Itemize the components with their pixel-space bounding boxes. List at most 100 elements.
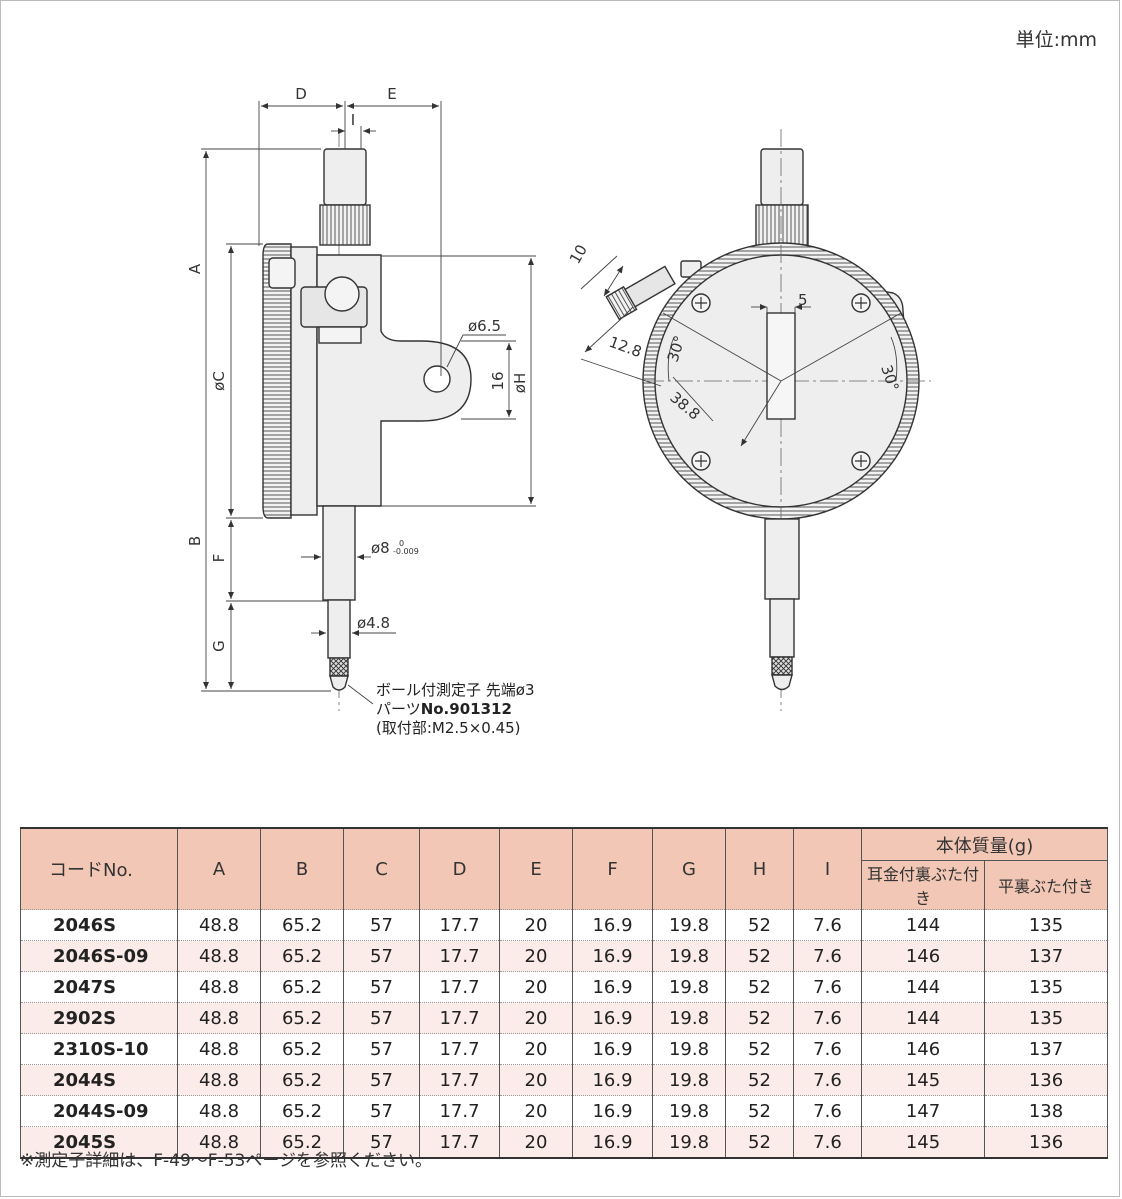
row-value: 17.7 <box>419 1064 500 1096</box>
contact-point-annotation: ボール付測定子 先端ø3 パーツNo.901312 (取付部:M2.5×0.45… <box>376 681 535 738</box>
row-value: 7.6 <box>793 1126 862 1159</box>
row-value: 57 <box>343 1033 420 1065</box>
row-value: 16.9 <box>572 1064 653 1096</box>
row-value: 16.9 <box>572 971 653 1003</box>
dim-C: øC <box>210 371 228 391</box>
row-value: 52 <box>725 909 794 941</box>
row-value: 19.8 <box>652 1064 726 1096</box>
header-mass: 本体質量(g) <box>860 827 1109 861</box>
row-value: 135 <box>983 971 1109 1003</box>
contact-point-line2: パーツNo.901312 <box>376 700 535 719</box>
row-value: 52 <box>725 1033 794 1065</box>
row-value: 136 <box>983 1126 1109 1159</box>
row-value: 7.6 <box>793 909 862 941</box>
side-labels: D E I A B øC F G øH 16 ø6.5 ø8 0 -0.009 … <box>186 85 529 652</box>
row-value: 57 <box>343 1126 420 1159</box>
header-mass-sub: 平裏ぶた付き <box>983 860 1109 910</box>
row-code: 2310S-10 <box>20 1033 178 1065</box>
row-value: 52 <box>725 971 794 1003</box>
contact-point-line1: ボール付測定子 先端ø3 <box>376 681 535 699</box>
dim-F: F <box>210 554 228 563</box>
footnote: ※測定子詳細は、F-49〜F-53ページを参照ください。 <box>20 1151 432 1171</box>
header-col: A <box>177 827 261 910</box>
row-value: 137 <box>983 1033 1109 1065</box>
row-value: 19.8 <box>652 1126 726 1159</box>
dim-I: I <box>351 111 355 129</box>
header-col: E <box>499 827 573 910</box>
row-value: 20 <box>499 1095 573 1127</box>
row-value: 16.9 <box>572 1095 653 1127</box>
row-value: 19.8 <box>652 1095 726 1127</box>
dim-G: G <box>210 640 228 652</box>
row-value: 19.8 <box>652 971 726 1003</box>
row-value: 16.9 <box>572 1033 653 1065</box>
row-value: 16.9 <box>572 1002 653 1034</box>
row-value: 57 <box>343 909 420 941</box>
row-code: 2047S <box>20 971 178 1003</box>
part-number: No.901312 <box>420 700 512 718</box>
row-code: 2044S <box>20 1064 178 1096</box>
dim-stem: ø8 <box>371 539 390 557</box>
header-code: コードNo. <box>20 827 178 910</box>
front-dimensions <box>580 255 902 447</box>
row-value: 17.7 <box>419 971 500 1003</box>
row-value: 57 <box>343 1002 420 1034</box>
row-value: 48.8 <box>177 1126 261 1159</box>
row-value: 65.2 <box>260 909 344 941</box>
row-value: 7.6 <box>793 1002 862 1034</box>
row-value: 7.6 <box>793 940 862 972</box>
row-value: 65.2 <box>260 1095 344 1127</box>
row-value: 48.8 <box>177 940 261 972</box>
row-value: 48.8 <box>177 909 261 941</box>
row-code: 2046S-09 <box>20 940 178 972</box>
header-mass-sub: 耳金付裏ぶた付き <box>861 860 985 910</box>
unit-label: 単位:mm <box>1015 29 1097 51</box>
row-value: 17.7 <box>419 1002 500 1034</box>
row-value: 19.8 <box>652 1002 726 1034</box>
row-value: 57 <box>343 1064 420 1096</box>
front-view <box>605 129 931 711</box>
dim-H: øH <box>511 373 529 393</box>
header-col: D <box>419 827 500 910</box>
dim-stem-tol-upper: 0 <box>399 539 404 548</box>
row-value: 7.6 <box>793 1095 862 1127</box>
row-value: 146 <box>861 940 985 972</box>
header-col: F <box>572 827 653 910</box>
row-value: 65.2 <box>260 940 344 972</box>
row-value: 19.8 <box>652 940 726 972</box>
row-code: 2045S <box>20 1126 178 1159</box>
row-value: 52 <box>725 1002 794 1034</box>
row-value: 144 <box>861 971 985 1003</box>
row-value: 138 <box>983 1095 1109 1127</box>
row-value: 20 <box>499 1002 573 1034</box>
row-value: 20 <box>499 940 573 972</box>
contact-point-line3: (取付部:M2.5×0.45) <box>376 719 521 737</box>
row-code: 2044S-09 <box>20 1095 178 1127</box>
row-value: 52 <box>725 1095 794 1127</box>
row-value: 17.7 <box>419 940 500 972</box>
row-value: 136 <box>983 1064 1109 1096</box>
technical-drawing: D E I A B øC F G øH 16 ø6.5 ø8 0 -0.009 … <box>186 85 931 711</box>
dim-B: B <box>186 536 204 546</box>
row-value: 7.6 <box>793 1033 862 1065</box>
row-value: 20 <box>499 971 573 1003</box>
row-code: 2046S <box>20 909 178 941</box>
dim-spindle: ø4.8 <box>357 614 390 632</box>
row-value: 48.8 <box>177 971 261 1003</box>
dim-E: E <box>387 85 396 103</box>
row-value: 65.2 <box>260 1126 344 1159</box>
row-value: 17.7 <box>419 1126 500 1159</box>
row-value: 144 <box>861 1002 985 1034</box>
dim-D: D <box>295 85 307 103</box>
row-value: 16.9 <box>572 1126 653 1159</box>
